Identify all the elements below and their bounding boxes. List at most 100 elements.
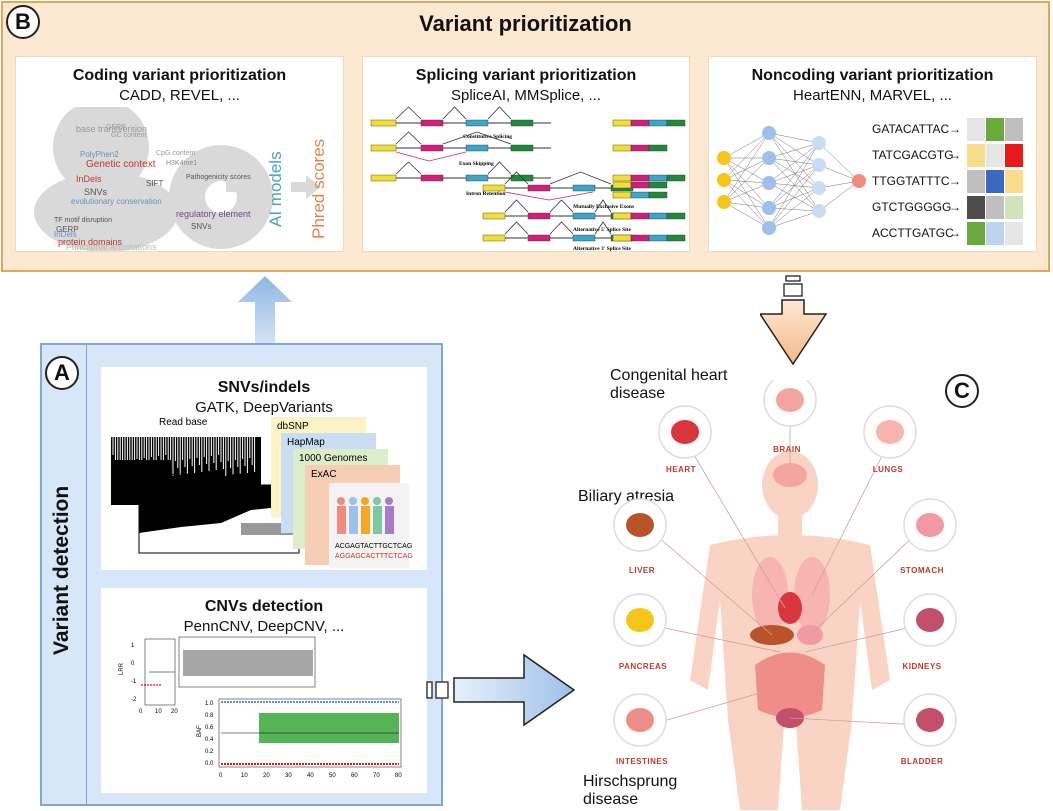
nn-node: [812, 181, 826, 195]
person-body: [373, 506, 382, 534]
exon: [465, 174, 489, 182]
person-icon: [361, 497, 369, 505]
mature-exon: [648, 144, 668, 152]
panel-c-letter: C: [945, 374, 979, 408]
splice-arc: [395, 161, 422, 175]
organ-connector: [684, 439, 786, 609]
cloud-word: InDels: [54, 230, 77, 239]
nn-node: [852, 174, 866, 188]
nn-edge: [723, 157, 770, 181]
score-cell: [986, 196, 1004, 219]
baf-x-tick: 70: [373, 773, 380, 779]
hirschsprung-disease-label: Hirschsprung disease: [583, 773, 678, 808]
splice-arc: [504, 221, 529, 235]
score-cell: [986, 222, 1004, 245]
mature-exon: [648, 174, 668, 182]
baf-tick: 0.4: [205, 737, 214, 743]
baf-tick: 0.0: [205, 761, 214, 767]
nn-node: [717, 151, 731, 165]
splice-arc: [395, 106, 422, 120]
splice-arc: [487, 106, 512, 120]
score-cell: [967, 144, 985, 167]
splice-arc: [594, 221, 612, 235]
baf-x-tick: 60: [351, 773, 358, 779]
score-cell: [967, 118, 985, 141]
score-cell: [967, 170, 985, 193]
read-supports-label: Read supports variant: [159, 471, 257, 482]
nn-edge: [768, 132, 820, 166]
nn-edge: [768, 164, 820, 229]
exon: [510, 119, 534, 127]
nn-node: [717, 173, 731, 187]
arrow-glyph: →: [949, 200, 961, 214]
cloud-word: evolutionary conservation: [71, 197, 162, 206]
nn-edge: [723, 157, 770, 209]
exon: [370, 119, 397, 127]
read-shape: [139, 485, 299, 533]
mature-exon: [630, 181, 650, 189]
nn-node: [762, 176, 776, 190]
mature-exon: [612, 119, 632, 127]
mature-exon: [630, 144, 650, 152]
lrr-tick: 1: [131, 643, 135, 649]
brain-organ: [773, 463, 807, 487]
exon: [510, 144, 534, 152]
coding-arrows: [226, 175, 321, 199]
coding-variant-card: Coding variant prioritization CADD, REVE…: [16, 57, 343, 251]
organ-connector: [649, 689, 771, 726]
organ-icon-shape: [776, 388, 804, 412]
cloud-word: PolyPhen2: [80, 150, 119, 159]
baf-tick: 0.6: [205, 725, 214, 731]
baf-axis-label: BAF: [197, 725, 203, 737]
panel-b-title: Variant prioritization: [419, 11, 632, 36]
nn-edge: [723, 201, 770, 209]
exon: [572, 212, 596, 220]
sequence-text: GTCTGGGGG: [872, 200, 951, 214]
nn-node: [812, 136, 826, 150]
exon: [465, 119, 489, 127]
exon: [482, 184, 506, 192]
organ-label-stomach: STOMACH: [900, 566, 944, 575]
mature-exon: [612, 191, 632, 199]
cloud-word: TF motif disruption: [54, 217, 112, 224]
exon: [420, 119, 444, 127]
splice-arc: [549, 199, 574, 213]
splice-label: Intron Retention: [466, 191, 505, 197]
lrr-tick: -1: [131, 679, 137, 685]
cloud-word: SNVs: [191, 222, 211, 231]
sequence-text: TATCGACGTG: [872, 148, 954, 162]
arrow-glyph: →: [949, 148, 961, 162]
organ-connector: [804, 624, 921, 653]
nn-node: [812, 158, 826, 172]
nn-edge: [768, 187, 820, 229]
splice-arc: [549, 221, 574, 235]
nn-edge: [768, 164, 820, 184]
score-cell: [967, 222, 985, 245]
person-icon: [337, 497, 345, 505]
mature-exon: [648, 191, 668, 199]
organ-connector: [649, 529, 773, 636]
splice-label: Mutually Exclusive Exons: [573, 204, 634, 210]
exon: [482, 234, 506, 242]
nn-edge: [723, 182, 770, 203]
organ-label-heart: HEART: [665, 465, 697, 474]
sequence-text: TTGGTATTTC: [872, 174, 950, 188]
database-label: dbSNP: [277, 421, 309, 432]
splice-arc: [549, 171, 612, 185]
nn-edge: [768, 164, 820, 209]
noncoding-variant-card: Noncoding variant prioritization HeartEN…: [709, 57, 1036, 251]
right-arrow: [426, 653, 576, 727]
skip-arc: [395, 151, 467, 162]
nn-edge: [768, 210, 820, 229]
cloud-word: Genetic context: [86, 159, 156, 170]
up-arrow: [238, 276, 292, 349]
lung-left: [752, 557, 788, 633]
sequence-text: ACCTTGATGC: [872, 226, 954, 240]
nn-edge: [723, 157, 770, 203]
organ-label-pancreas: PANCREAS: [618, 662, 668, 671]
nn-edge: [768, 182, 820, 212]
cnv-card-title: CNVs detection: [204, 598, 324, 615]
mature-exon: [612, 174, 632, 182]
baf-x-tick: 20: [263, 773, 270, 779]
